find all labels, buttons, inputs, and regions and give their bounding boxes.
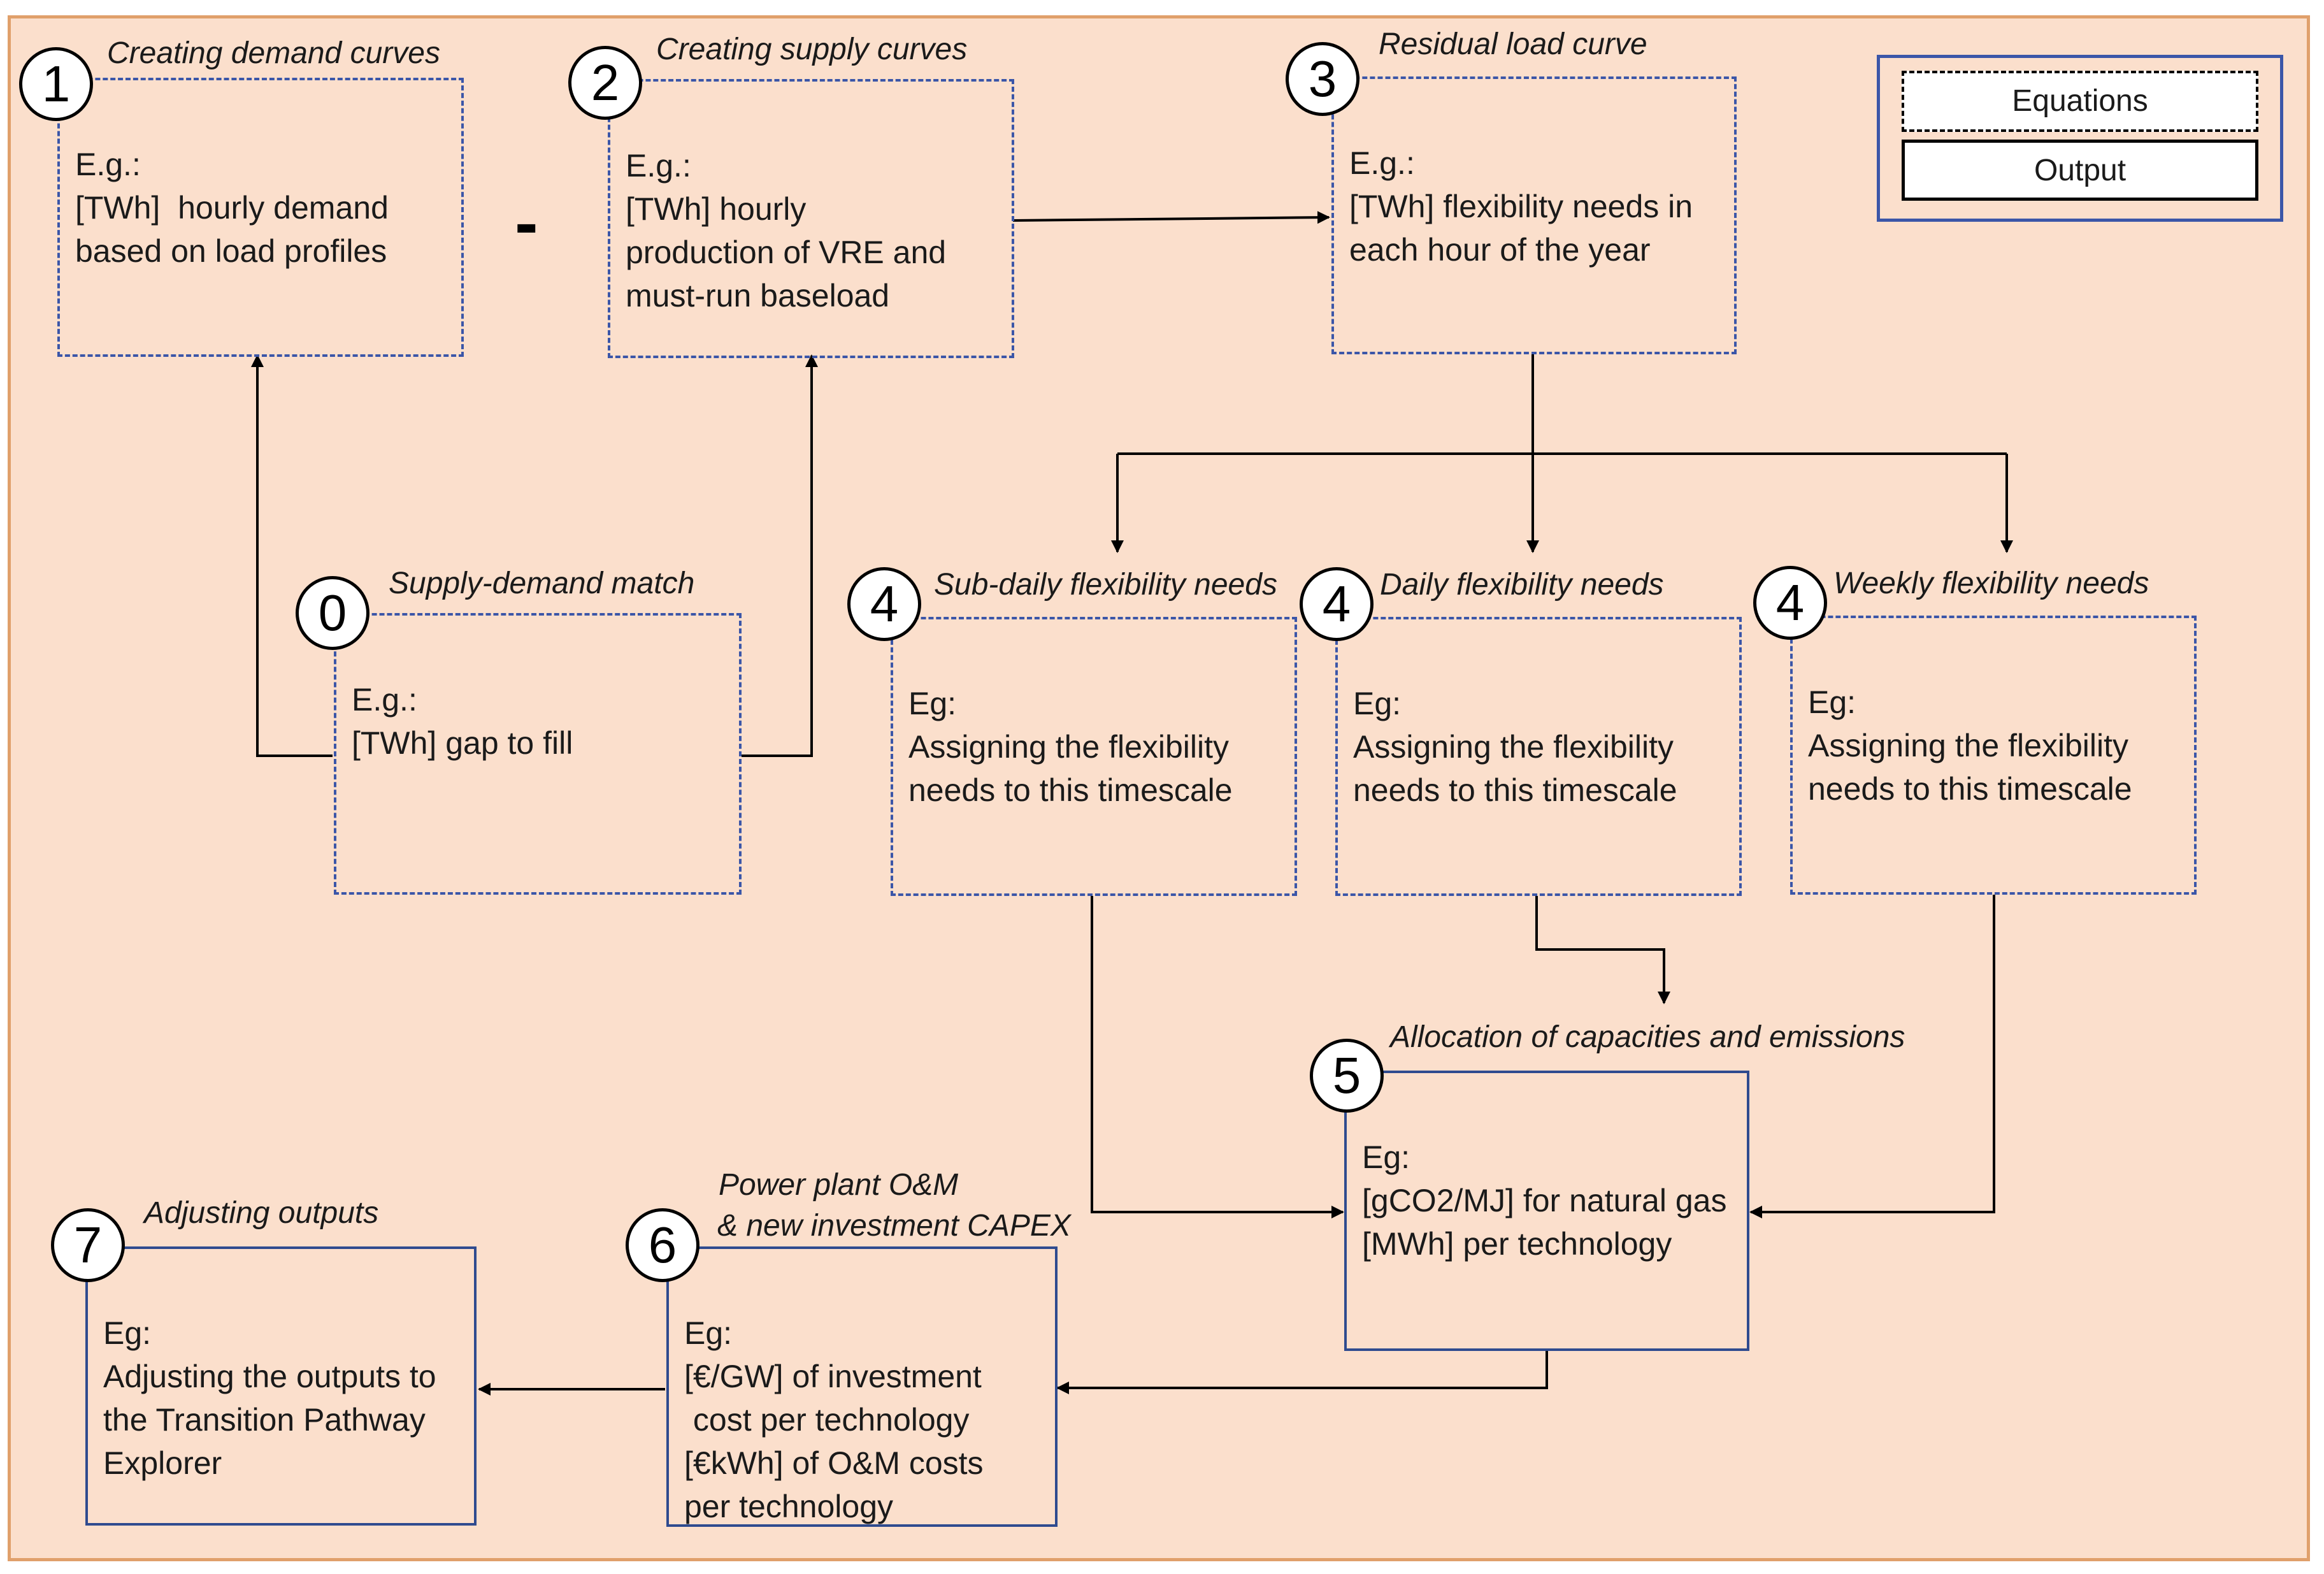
step-box-1: E.g.: [TWh] hourly demand based on load … <box>57 78 464 357</box>
legend: Equations Output <box>1877 55 2283 222</box>
step-line: per technology <box>684 1489 894 1524</box>
step-line: Eg: <box>1808 684 1856 720</box>
step-line: [MWh] per technology <box>1362 1226 1672 1262</box>
arrow-s4a-to-s5 <box>1091 896 1344 1218</box>
step-box-0: E.g.: [TWh] gap to fill <box>334 613 742 895</box>
step-title-4-subdaily: Sub-daily flexibility needs <box>934 568 1277 602</box>
step-number-5: 5 <box>1310 1039 1384 1113</box>
minus-operator: - <box>515 184 538 262</box>
step-title-2: Creating supply curves <box>656 32 968 66</box>
step-line: Assigning the flexibility <box>1808 728 2129 763</box>
step-number-4-subdaily: 4 <box>847 567 921 641</box>
step-line: Assigning the flexibility <box>1353 729 1674 765</box>
step-number-7: 7 <box>51 1208 125 1282</box>
step-line: [TWh] hourly demand <box>75 190 389 226</box>
step-line: needs to this timescale <box>908 772 1233 808</box>
step-box-3: E.g.: [TWh] flexibility needs in each ho… <box>1331 76 1737 354</box>
step-line: Eg: <box>1362 1139 1410 1175</box>
step-line: Adjusting the outputs to <box>103 1359 436 1394</box>
step-box-4-weekly: Eg: Assigning the flexibility needs to t… <box>1790 616 2197 895</box>
step-line: Eg: <box>1353 686 1402 721</box>
step-title-0: Supply-demand match <box>389 567 695 600</box>
step-line: E.g.: <box>626 148 691 184</box>
step-number-0: 0 <box>296 576 369 650</box>
step-box-6: Eg: [€/GW] of investment cost per techno… <box>666 1246 1058 1527</box>
arrow-s0-to-s2 <box>742 354 818 757</box>
legend-equations: Equations <box>1902 71 2258 132</box>
step-box-4-daily: Eg: Assigning the flexibility needs to t… <box>1335 617 1742 896</box>
step-title-6-line2: & new investment CAPEX <box>717 1209 1071 1243</box>
step-title-1: Creating demand curves <box>107 36 440 70</box>
step-number-4-daily: 4 <box>1300 567 1374 641</box>
step-title-4-weekly: Weekly flexibility needs <box>1833 567 2149 600</box>
step-line: the Transition Pathway <box>103 1402 426 1438</box>
step-line: needs to this timescale <box>1353 772 1677 808</box>
step-box-2: E.g.: [TWh] hourly production of VRE and… <box>608 79 1014 358</box>
step-line: [TWh] flexibility needs in <box>1349 189 1693 224</box>
arrow-s4b-to-s5 <box>1535 896 1670 1004</box>
arrow-s4c-to-s5 <box>1749 895 1995 1218</box>
arrow-s0-to-s1 <box>251 354 333 757</box>
step-line: based on load profiles <box>75 233 387 269</box>
step-box-5: Eg: [gCO2/MJ] for natural gas [MWh] per … <box>1344 1071 1749 1351</box>
step-title-6: Power plant O&M <box>719 1168 959 1202</box>
step-title-3: Residual load curve <box>1379 27 1647 61</box>
step-line: must-run baseload <box>626 278 890 314</box>
diagram-frame <box>8 15 2310 1561</box>
step-line: Assigning the flexibility <box>908 729 1230 765</box>
step-line: Eg: <box>684 1315 733 1351</box>
step-line: [gCO2/MJ] for natural gas <box>1362 1183 1727 1218</box>
step-box-4-subdaily: Eg: Assigning the flexibility needs to t… <box>891 617 1297 896</box>
step-line: E.g.: <box>352 682 417 718</box>
step-line: Eg: <box>908 686 957 721</box>
arrow-s2-to-s3 <box>1012 211 1330 224</box>
step-title-5: Allocation of capacities and emissions <box>1390 1020 1905 1054</box>
step-line: Explorer <box>103 1445 222 1481</box>
step-title-7: Adjusting outputs <box>144 1196 379 1230</box>
step-box-7: Eg: Adjusting the outputs to the Transit… <box>85 1246 477 1526</box>
step-line: [€/GW] of investment <box>684 1359 982 1394</box>
arrow-s5-to-s6 <box>1056 1351 1548 1394</box>
step-line: each hour of the year <box>1349 232 1651 268</box>
step-line: E.g.: <box>1349 145 1415 181</box>
step-number-2: 2 <box>568 46 642 120</box>
step-line: [TWh] gap to fill <box>352 725 573 761</box>
step-line: needs to this timescale <box>1808 771 2132 807</box>
step-line: Eg: <box>103 1315 152 1351</box>
step-line: [€kWh] of O&M costs <box>684 1445 984 1481</box>
step-number-6: 6 <box>626 1208 699 1282</box>
step-number-3: 3 <box>1286 42 1359 116</box>
legend-output: Output <box>1902 140 2258 201</box>
step-number-4-weekly: 4 <box>1753 566 1827 640</box>
step-line: production of VRE and <box>626 235 947 270</box>
step-number-1: 1 <box>19 47 93 121</box>
step-line: cost per technology <box>684 1402 970 1438</box>
step-line: [TWh] hourly <box>626 191 807 227</box>
step-line: E.g.: <box>75 147 141 182</box>
step-title-4-daily: Daily flexibility needs <box>1380 568 1664 602</box>
